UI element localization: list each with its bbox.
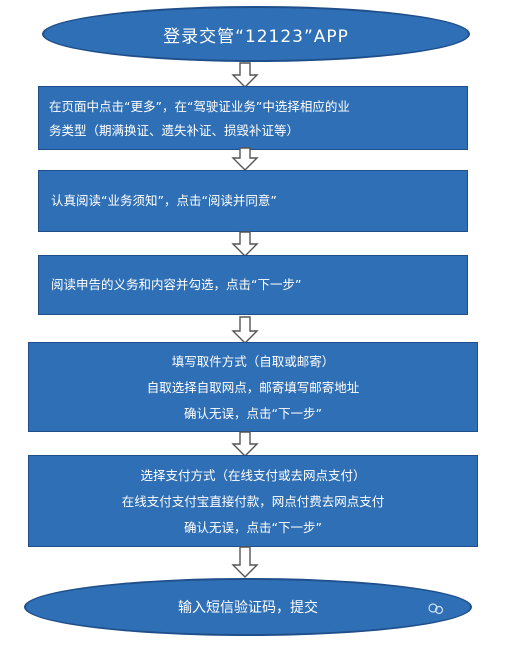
step-declare: 阅读申告的义务和内容并勾选，点击“下一步” [38,255,468,315]
step-text-line: 务类型（期满换证、遗失补证、损毁补证等） [49,123,300,138]
down-arrow-icon [231,147,259,171]
step-text-line: 在页面中点击“更多”，在“驾驶证业务”中选择相应的业 [49,99,350,114]
start-node-label: 登录交管“12123”APP [163,26,349,47]
end-node: 输入短信验证码，提交 [24,578,472,636]
down-arrow-icon [231,431,259,457]
step-text-line: 填写取件方式（自取或邮寄） [171,354,335,369]
start-node: 登录交管“12123”APP [42,6,470,62]
step-text-line: 阅读申告的义务和内容并勾选，点击“下一步” [51,277,302,292]
step-text-line: 认真阅读“业务须知”，点击“阅读并同意” [51,193,277,208]
step-read-notice: 认真阅读“业务须知”，点击“阅读并同意” [38,170,468,232]
step-text-line: 自取选择自取网点，邮寄填写邮寄地址 [146,380,360,395]
step-text-line: 确认无误，点击“下一步” [184,406,322,421]
step-delivery: 填写取件方式（自取或邮寄） 自取选择自取网点，邮寄填写邮寄地址 确认无误，点击“… [28,342,478,432]
down-arrow-icon [231,62,259,88]
down-arrow-icon [231,231,259,257]
down-arrow-icon [231,546,259,578]
step-text-line: 确认无误，点击“下一步” [184,520,322,535]
step-select-business: 在页面中点击“更多”，在“驾驶证业务”中选择相应的业 务类型（期满换证、遗失补证… [38,86,468,150]
end-node-label: 输入短信验证码，提交 [178,600,318,616]
watermark-icon [428,603,444,615]
step-text-line: 在线支付支付宝直接付款，网点付费去网点支付 [121,494,385,509]
down-arrow-icon [231,316,259,344]
step-payment: 选择支付方式（在线支付或去网点支付） 在线支付支付宝直接付款，网点付费去网点支付… [28,455,478,547]
step-text-line: 选择支付方式（在线支付或去网点支付） [140,468,366,483]
